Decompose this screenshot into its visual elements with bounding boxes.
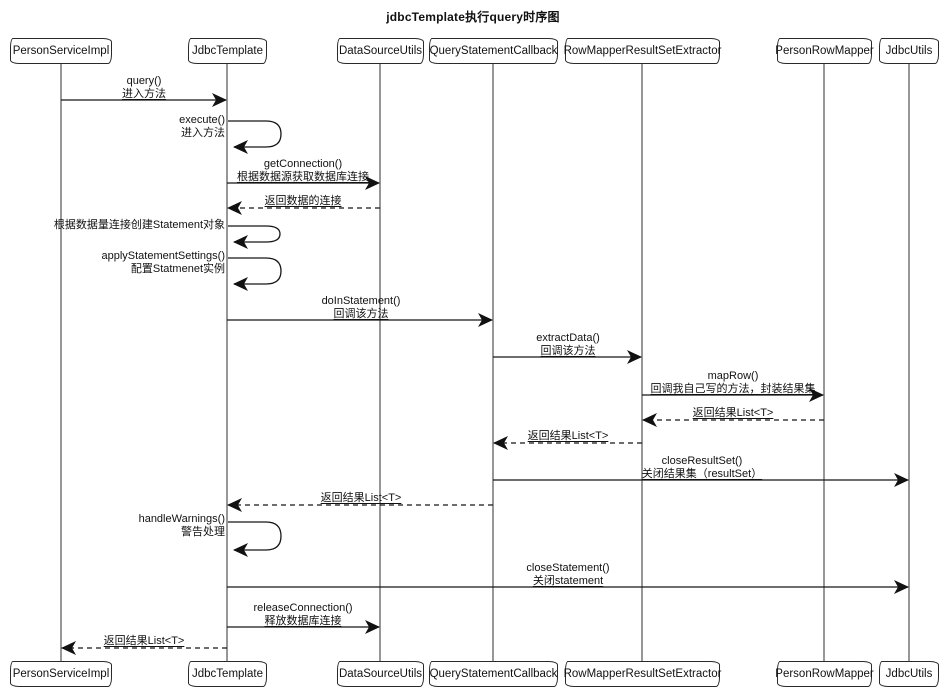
participant-label: JdbcUtils <box>885 668 933 680</box>
message-method: doInStatement() <box>321 295 401 307</box>
message-method: query() <box>126 75 162 87</box>
participant-bottom-personrowmapper: PersonRowMapper <box>775 661 874 687</box>
label-return-connection: 返回数据的连接 <box>163 195 443 208</box>
message-note: 回调我自己写的方法，封装结果集 <box>650 382 816 395</box>
participant-label: DataSourceUtils <box>338 668 423 680</box>
message-method: closeResultSet() <box>661 455 743 467</box>
message-note: 配置Statmenet实例 <box>130 262 225 275</box>
participant-label: JdbcUtils <box>885 45 933 57</box>
participant-top-jdbctemplate: JdbcTemplate <box>188 38 267 64</box>
message-method: mapRow() <box>707 370 759 382</box>
participant-top-personserviceimpl: PersonServiceImpl <box>10 38 112 64</box>
message-note: 返回结果List<T> <box>527 430 609 442</box>
participant-label: JdbcTemplate <box>192 668 263 680</box>
label-return-list-to-service: 返回结果List<T> <box>4 635 284 648</box>
label-query: query() 进入方法 <box>4 75 284 100</box>
diagram-title: jdbcTemplate执行query时序图 <box>386 10 560 24</box>
label-releaseconnection: releaseConnection() 释放数据库连接 <box>163 602 443 627</box>
participant-bottom-datasourceutils: DataSourceUtils <box>337 661 424 687</box>
message-note: 回调该方法 <box>540 344 596 357</box>
participant-bottom-jdbcutils: JdbcUtils <box>879 661 939 687</box>
message-note: 关闭statement <box>532 574 604 587</box>
message-method: extractData() <box>536 332 600 344</box>
participant-label: RowMapperResultSetExtractor <box>563 668 722 680</box>
label-return-list-to-extractor: 返回结果List<T> <box>593 407 873 420</box>
label-applystatementsettings: applyStatementSettings() 配置Statmenet实例 <box>0 250 225 275</box>
message-note: 根据数据源获取数据库连接 <box>237 170 369 183</box>
message-method: applyStatementSettings() <box>101 250 225 262</box>
label-getconnection: getConnection() 根据数据源获取数据库连接 <box>163 158 443 183</box>
participant-label: QueryStatementCallback <box>429 668 558 680</box>
participant-label: QueryStatementCallback <box>429 45 558 57</box>
participant-label: DataSourceUtils <box>338 45 423 57</box>
message-method: releaseConnection() <box>253 602 353 614</box>
arrow-handlewarnings-self <box>228 521 282 557</box>
message-note: 进入方法 <box>122 87 166 100</box>
participant-top-personrowmapper: PersonRowMapper <box>775 38 874 64</box>
label-return-list-to-jdbctemplate: 返回结果List<T> <box>221 492 501 505</box>
label-closeresultset: closeResultSet() 关闭结果集（resultSet） <box>562 455 842 480</box>
participant-bottom-querystatementcallback: QueryStatementCallback <box>429 661 558 687</box>
message-note: 释放数据库连接 <box>264 614 342 627</box>
message-note: 返回结果List<T> <box>692 407 774 419</box>
message-method: execute() <box>179 114 225 126</box>
participant-label: PersonRowMapper <box>775 668 874 680</box>
participant-bottom-rowmapperresultsetextractor: RowMapperResultSetExtractor <box>563 661 722 687</box>
arrow-execute-self <box>228 120 282 154</box>
label-create-statement: 根据数据量连接创建Statement对象 <box>0 219 225 232</box>
arrow-create-statement-self <box>228 225 281 249</box>
label-return-list-to-callback: 返回结果List<T> <box>428 430 708 443</box>
label-closestatement: closeStatement() 关闭statement <box>428 562 708 587</box>
message-method: 根据数据量连接创建Statement对象 <box>53 219 225 231</box>
message-note: 进入方法 <box>181 126 225 139</box>
message-method: getConnection() <box>263 158 343 170</box>
participant-label: JdbcTemplate <box>192 45 263 57</box>
arrow-applystatementsettings-self <box>228 257 282 291</box>
message-method: closeStatement() <box>526 562 610 574</box>
participant-label: PersonServiceImpl <box>12 45 110 57</box>
label-execute: execute() 进入方法 <box>0 114 225 139</box>
message-note: 警告处理 <box>181 525 225 538</box>
message-method: handleWarnings() <box>138 513 225 525</box>
message-note: 回调该方法 <box>333 307 389 320</box>
label-maprow: mapRow() 回调我自己写的方法，封装结果集 <box>593 370 873 395</box>
message-note: 返回结果List<T> <box>320 492 402 504</box>
participant-bottom-jdbctemplate: JdbcTemplate <box>188 661 267 687</box>
label-extractdata: extractData() 回调该方法 <box>428 332 708 357</box>
participant-top-querystatementcallback: QueryStatementCallback <box>429 38 558 64</box>
participant-label: RowMapperResultSetExtractor <box>563 45 722 57</box>
label-doinstatement: doInStatement() 回调该方法 <box>221 295 501 320</box>
participant-top-datasourceutils: DataSourceUtils <box>337 38 424 64</box>
message-note: 返回结果List<T> <box>103 635 185 647</box>
participant-top-rowmapperresultsetextractor: RowMapperResultSetExtractor <box>563 38 722 64</box>
participant-label: PersonRowMapper <box>775 45 874 57</box>
participant-bottom-personserviceimpl: PersonServiceImpl <box>10 661 112 687</box>
message-note: 关闭结果集（resultSet） <box>641 467 763 480</box>
participant-top-jdbcutils: JdbcUtils <box>879 38 939 64</box>
message-note: 返回数据的连接 <box>264 195 342 207</box>
label-handlewarnings: handleWarnings() 警告处理 <box>0 513 225 538</box>
participant-label: PersonServiceImpl <box>12 668 110 680</box>
